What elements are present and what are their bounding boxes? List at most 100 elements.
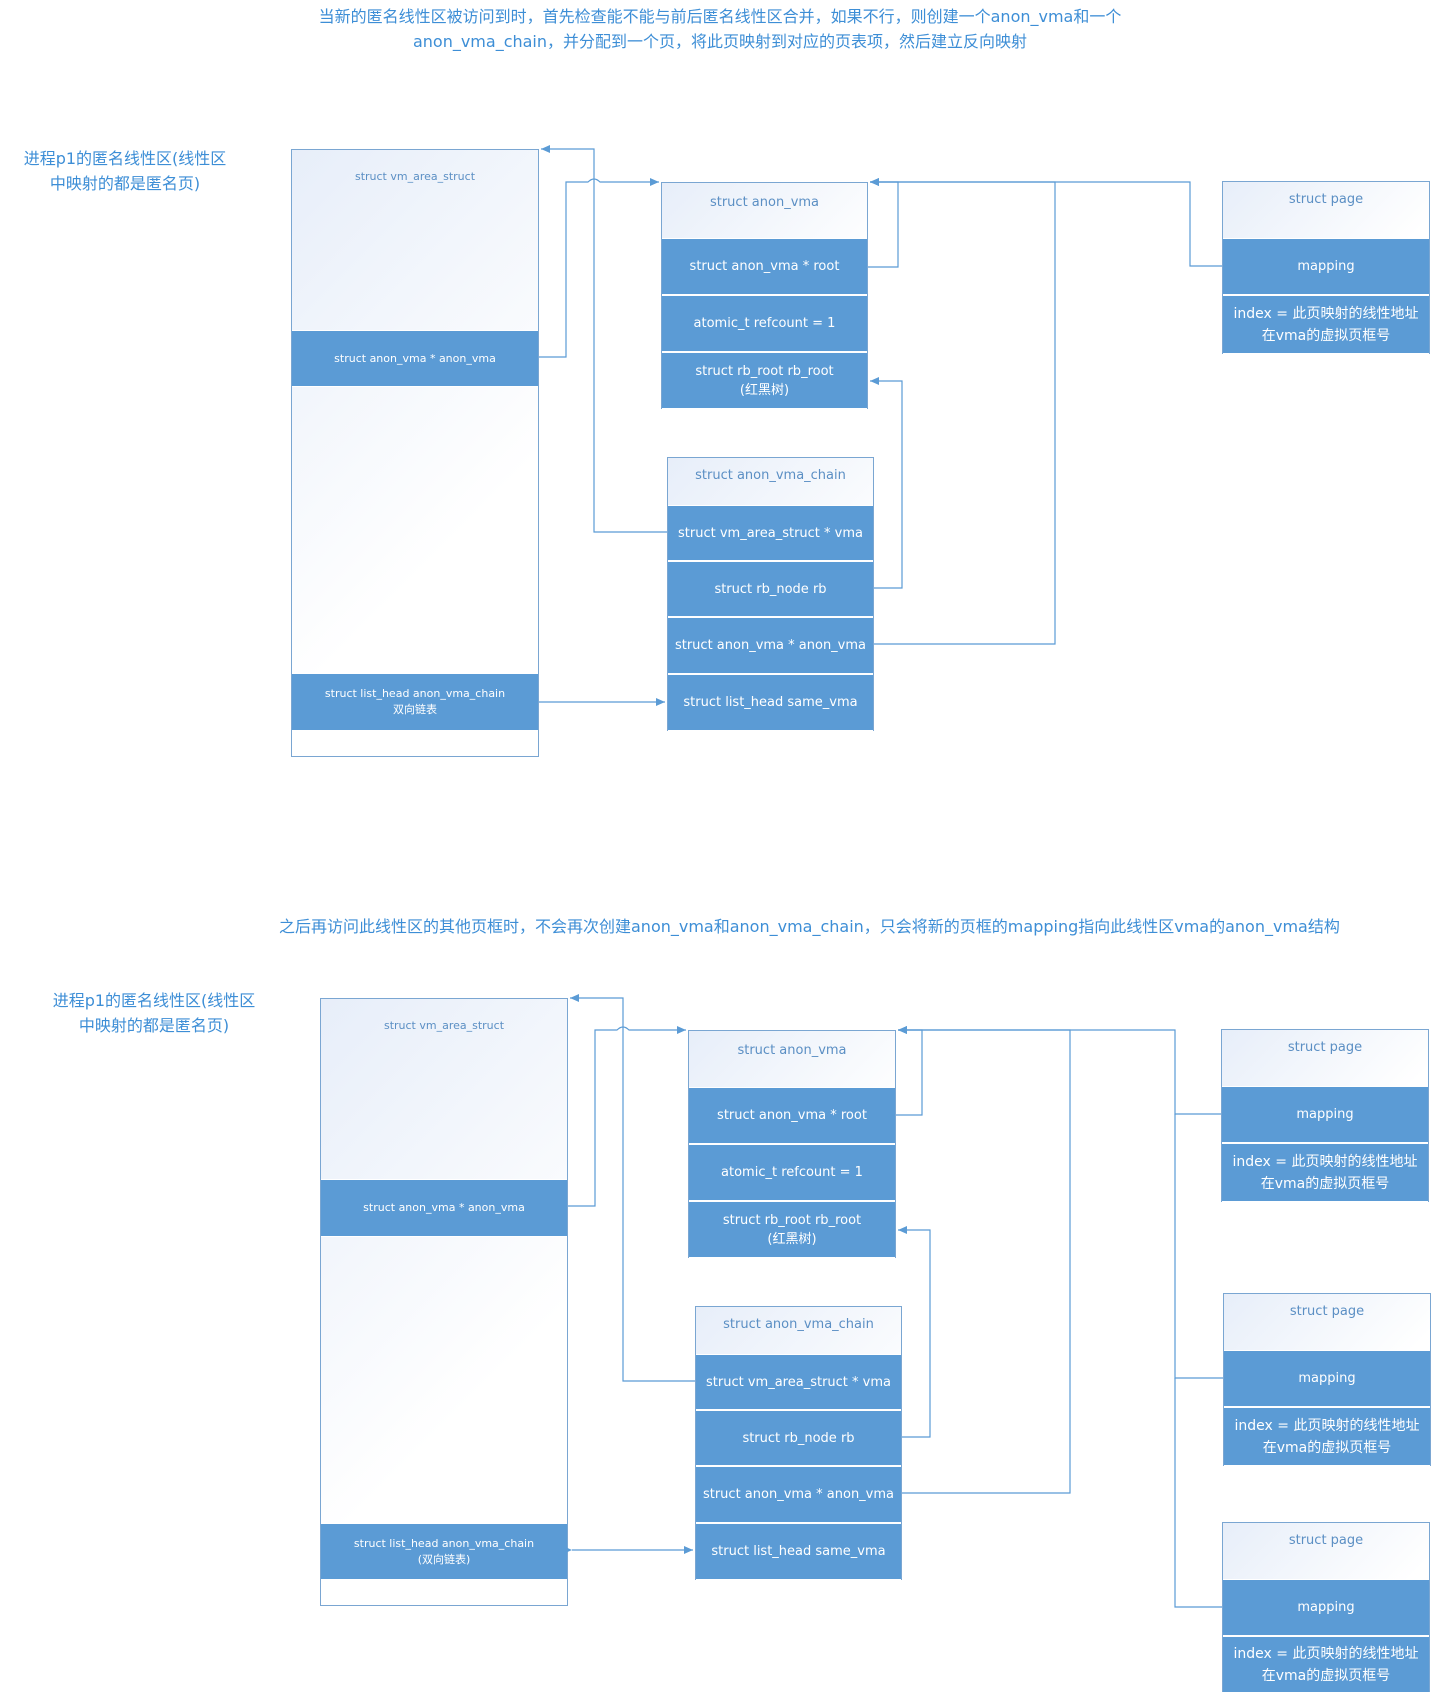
bottom-page-3-index: index = 此页映射的线性地址 在vma的虚拟页框号 — [1223, 1636, 1429, 1693]
top-caption: 当新的匿名线性区被访问到时，首先检查能不能与前后匿名线性区合并，如果不行，则创建… — [240, 4, 1200, 54]
bottom-caption: 之后再访问此线性区的其他页框时，不会再次创建anon_vma和anon_vma_… — [279, 917, 1340, 936]
top-vm-area-struct: struct vm_area_struct struct anon_vma * … — [291, 149, 539, 757]
top-anon-vma: struct anon_vma struct anon_vma * root a… — [661, 182, 868, 409]
bottom-wire-chain-vma-to-vma — [570, 994, 695, 1382]
bottom-page-2-index-line-1: index = 此页映射的线性地址 — [1234, 1417, 1420, 1434]
bottom-page-1-mapping: mapping — [1222, 1086, 1428, 1143]
bottom-anon-vma-refcount-text: atomic_t refcount = 1 — [721, 1165, 863, 1180]
top-chain-anon-vma-text: struct anon_vma * anon_vma — [674, 638, 867, 653]
bottom-page-1-index: index = 此页映射的线性地址 在vma的虚拟页框号 — [1222, 1143, 1428, 1202]
bottom-page-2-title: struct page — [1289, 1304, 1365, 1319]
bottom-page-3-title: struct page — [1288, 1533, 1364, 1548]
top-vma-chain-field: struct list_head anon_vma_chain 双向链表 — [292, 673, 538, 731]
top-anon-vma-chain: struct anon_vma_chain struct vm_area_str… — [667, 457, 874, 731]
bottom-wire-page-3-mapping — [1174, 1378, 1222, 1608]
bottom-chain-rb: struct rb_node rb — [696, 1410, 901, 1466]
top-anon-vma-rb-root: struct rb_root rb_root (红黑树) — [662, 352, 867, 409]
bottom-anon-vma-rb-root-line-2: (红黑树) — [767, 1231, 817, 1247]
bottom-page-3-mapping: mapping — [1223, 1579, 1429, 1636]
bottom-vma-title: struct vm_area_struct — [383, 1019, 505, 1032]
bottom-chain-rb-text: struct rb_node rb — [742, 1430, 855, 1446]
bottom-anon-vma-rb-root-line-1: struct rb_root rb_root — [722, 1212, 862, 1228]
top-struct-page: struct page mapping index = 此页映射的线性地址 在v… — [1222, 181, 1430, 354]
bottom-vma-chain-field-line-1: struct list_head anon_vma_chain — [353, 1536, 535, 1550]
top-anon-vma-refcount-text: atomic_t refcount = 1 — [693, 316, 836, 331]
bottom-page-2-index: index = 此页映射的线性地址 在vma的虚拟页框号 — [1224, 1407, 1430, 1466]
top-anon-vma-title: struct anon_vma — [709, 195, 820, 210]
bottom-process-label-line-1: 进程p1的匿名线性区(线性区 — [52, 991, 256, 1010]
bottom-page-1-title: struct page — [1287, 1040, 1363, 1055]
bottom-chain-same-vma: struct list_head same_vma — [696, 1523, 901, 1580]
top-anon-vma-root-text: struct anon_vma * root — [689, 259, 840, 274]
bottom-vma-anon-vma-field-text: struct anon_vma * anon_vma — [363, 1201, 525, 1214]
bottom-page-1-index-line-1: index = 此页映射的线性地址 — [1232, 1153, 1418, 1170]
top-chain-vma: struct vm_area_struct * vma — [668, 505, 873, 561]
top-anon-vma-rb-root-line-1: struct rb_root rb_root — [695, 363, 834, 379]
bottom-chain-anon-vma-text: struct anon_vma * anon_vma — [702, 1487, 895, 1502]
top-wire-rb-to-rb-root — [870, 377, 903, 589]
bottom-page-2-mapping: mapping — [1224, 1350, 1430, 1407]
bottom-struct-page-2: struct page mapping index = 此页映射的线性地址 在v… — [1223, 1293, 1431, 1466]
top-page-title: struct page — [1288, 192, 1364, 207]
top-caption-line-2: anon_vma_chain，并分配到一个页，将此页映射到对应的页表项，然后建立… — [412, 32, 1028, 51]
top-wire-chain-vma-to-vma — [541, 145, 667, 533]
bottom-page-2-index-line-2: 在vma的虚拟页框号 — [1262, 1439, 1392, 1456]
top-caption-line-1: 当新的匿名线性区被访问到时，首先检查能不能与前后匿名线性区合并，如果不行，则创建… — [318, 7, 1122, 26]
bottom-anon-vma-title: struct anon_vma — [737, 1043, 847, 1058]
bottom-wire-page-1-mapping — [898, 1026, 1221, 1115]
bottom-anon-vma-rb-root: struct rb_root rb_root (红黑树) — [689, 1201, 895, 1258]
top-chain-rb-text: struct rb_node rb — [714, 581, 827, 597]
bottom-page-1-mapping-text: mapping — [1296, 1107, 1354, 1122]
bottom-wire-chain-anon-vma — [898, 1026, 1071, 1494]
bottom-vma-anon-vma-field: struct anon_vma * anon_vma — [321, 1179, 567, 1237]
bottom-wire-rb-to-rb-root — [898, 1226, 931, 1438]
bottom-chain-same-vma-text: struct list_head same_vma — [711, 1544, 886, 1559]
bottom-page-3-index-line-2: 在vma的虚拟页框号 — [1261, 1667, 1391, 1684]
top-page-index: index = 此页映射的线性地址 在vma的虚拟页框号 — [1223, 295, 1429, 354]
bottom-page-3-mapping-text: mapping — [1297, 1600, 1355, 1615]
top-wire-vma-to-anon-vma — [539, 178, 659, 358]
bottom-vma-chain-field-line-2: (双向链表) — [417, 1552, 471, 1566]
bottom-vma-chain-field: struct list_head anon_vma_chain (双向链表) — [321, 1523, 567, 1580]
bottom-page-3-index-line-1: index = 此页映射的线性地址 — [1233, 1645, 1419, 1662]
top-page-index-line-2: 在vma的虚拟页框号 — [1261, 327, 1391, 344]
top-page-mapping: mapping — [1223, 238, 1429, 295]
top-page-index-line-1: index = 此页映射的线性地址 — [1233, 305, 1419, 322]
bottom-anon-vma: struct anon_vma struct anon_vma * root a… — [688, 1030, 896, 1258]
top-vma-chain-field-line-1: struct list_head anon_vma_chain — [324, 687, 506, 700]
top-chain-vma-text: struct vm_area_struct * vma — [678, 525, 863, 541]
bottom-page-2-mapping-text: mapping — [1298, 1371, 1356, 1386]
bottom-wire-vma-to-anon-vma — [568, 1026, 686, 1207]
top-page-mapping-text: mapping — [1297, 259, 1355, 274]
top-vma-anon-vma-field: struct anon_vma * anon_vma — [292, 330, 538, 387]
top-vma-chain-field-line-2: 双向链表 — [393, 703, 437, 716]
top-process-label-line-2: 中映射的都是匿名页) — [49, 174, 201, 193]
top-wire-page-mapping — [870, 178, 1222, 267]
top-chain-same-vma: struct list_head same_vma — [668, 674, 873, 731]
bottom-process-label-line-2: 中映射的都是匿名页) — [78, 1016, 230, 1035]
top-anon-vma-root: struct anon_vma * root — [662, 238, 867, 295]
bottom-chain-vma-text: struct vm_area_struct * vma — [706, 1374, 891, 1390]
bottom-anon-vma-root-text: struct anon_vma * root — [717, 1108, 867, 1123]
top-process-label: 进程p1的匿名线性区(线性区 中映射的都是匿名页) — [0, 146, 250, 196]
bottom-chain-title: struct anon_vma_chain — [723, 1317, 874, 1332]
top-vma-title: struct vm_area_struct — [354, 170, 476, 183]
top-anon-vma-refcount: atomic_t refcount = 1 — [662, 295, 867, 352]
bottom-vm-area-struct: struct vm_area_struct struct anon_vma * … — [320, 998, 568, 1606]
top-vma-anon-vma-field-text: struct anon_vma * anon_vma — [334, 351, 496, 365]
bottom-wire-root-self — [896, 1026, 923, 1116]
bottom-wire-page-2-mapping — [1174, 1114, 1223, 1379]
bottom-anon-vma-refcount: atomic_t refcount = 1 — [689, 1144, 895, 1201]
bottom-process-label: 进程p1的匿名线性区(线性区 中映射的都是匿名页) — [28, 988, 280, 1038]
top-chain-same-vma-text: struct list_head same_vma — [683, 695, 858, 710]
bottom-chain-vma: struct vm_area_struct * vma — [696, 1354, 901, 1410]
top-anon-vma-rb-root-line-2: (红黑树) — [739, 382, 790, 398]
top-wire-root-self — [868, 178, 899, 268]
top-chain-title: struct anon_vma_chain — [695, 468, 846, 483]
bottom-anon-vma-root: struct anon_vma * root — [689, 1087, 895, 1144]
bottom-anon-vma-chain: struct anon_vma_chain struct vm_area_str… — [695, 1306, 902, 1580]
top-chain-anon-vma: struct anon_vma * anon_vma — [668, 617, 873, 674]
top-chain-rb: struct rb_node rb — [668, 561, 873, 617]
bottom-chain-anon-vma: struct anon_vma * anon_vma — [696, 1466, 901, 1523]
